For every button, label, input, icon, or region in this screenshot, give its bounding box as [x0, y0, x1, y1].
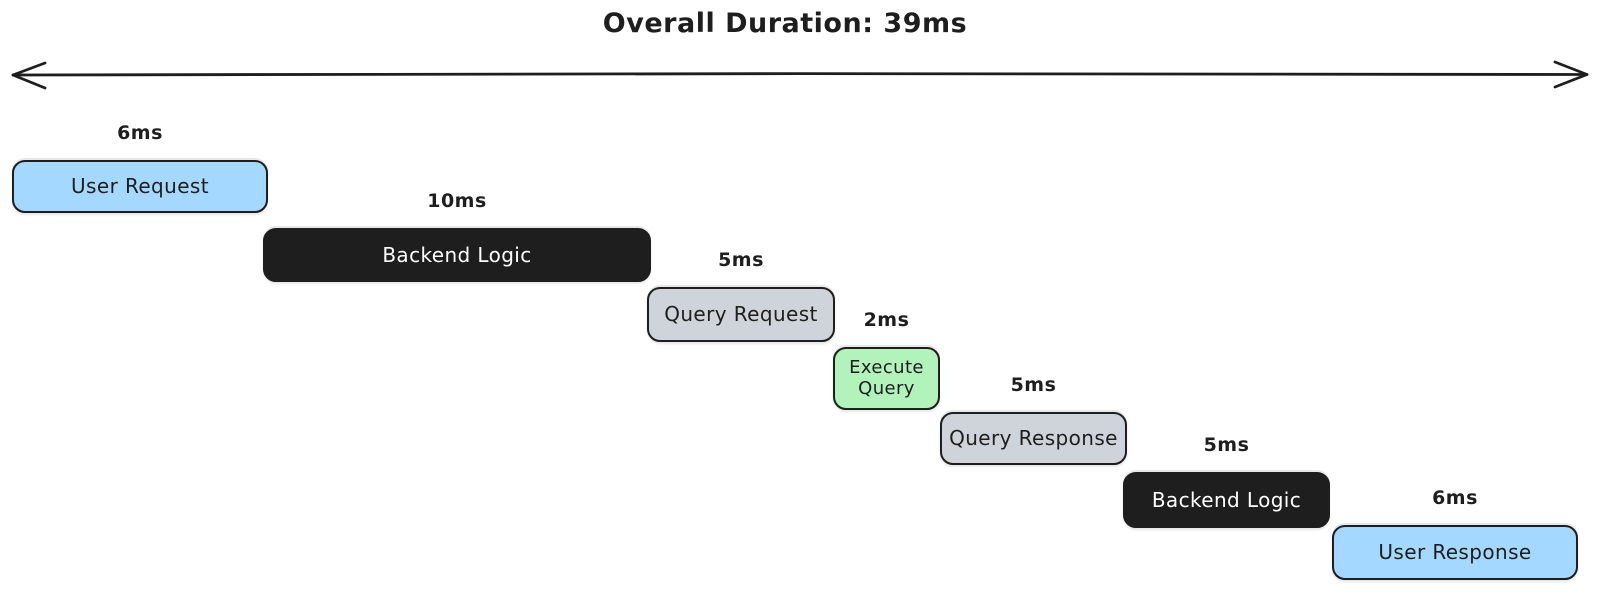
- timeline-bar-backend-logic-2: Backend Logic: [1123, 472, 1330, 528]
- left-arrowhead-icon: [11, 61, 47, 90]
- overall-duration-arrow: [11, 60, 1589, 90]
- timeline-bar-user-request: User Request: [12, 160, 268, 213]
- timeline-bar-backend-logic-1: Backend Logic: [263, 228, 651, 282]
- duration-label-user-request: 6ms: [117, 122, 163, 144]
- duration-label-query-request: 5ms: [718, 249, 764, 271]
- right-arrowhead-icon: [1553, 60, 1589, 89]
- duration-label-query-response: 5ms: [1010, 374, 1057, 396]
- duration-label-user-response: 6ms: [1432, 487, 1478, 509]
- duration-label-backend-logic-1: 10ms: [427, 190, 487, 212]
- diagram-title: Overall Duration: 39ms: [602, 8, 968, 39]
- duration-label-backend-logic-2: 5ms: [1203, 434, 1250, 456]
- timeline-bar-user-response: User Response: [1332, 525, 1578, 580]
- timeline-bar-query-response: Query Response: [940, 412, 1127, 465]
- timeline-bar-query-request: Query Request: [647, 287, 835, 342]
- timeline-bar-execute-query: Execute Query: [833, 347, 940, 410]
- duration-label-execute-query: 2ms: [863, 309, 910, 331]
